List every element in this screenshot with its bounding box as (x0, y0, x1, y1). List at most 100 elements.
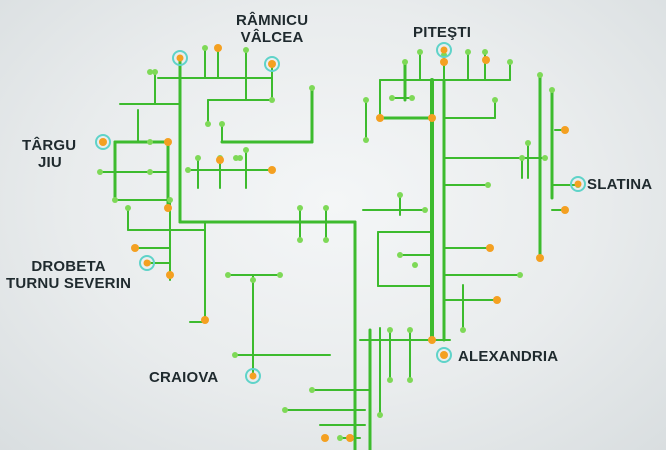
junction-node (536, 254, 544, 262)
junction-node (482, 56, 490, 64)
city-center-node (268, 60, 276, 68)
grid-node (363, 97, 369, 103)
city-ring-icon (436, 42, 452, 58)
grid-node (147, 139, 153, 145)
junction-node (166, 271, 174, 279)
junction-node (428, 114, 436, 122)
grid-node (237, 155, 243, 161)
grid-node (519, 155, 525, 161)
grid-node (422, 207, 428, 213)
label-targu-line1: TÂRGU (22, 137, 77, 154)
city-ring-icon (436, 347, 452, 363)
junction-node (201, 316, 209, 324)
grid-node (389, 95, 395, 101)
city-center-node (99, 138, 107, 146)
grid-node (277, 272, 283, 278)
grid-node (225, 272, 231, 278)
label-craiova: CRAIOVA (149, 369, 218, 386)
label-drobeta: DROBETA TURNU SEVERIN (6, 258, 131, 292)
grid-node (205, 121, 211, 127)
grid-node (232, 352, 238, 358)
grid-node (219, 121, 225, 127)
label-targu-line2: JIU (38, 154, 62, 171)
grid-node (407, 377, 413, 383)
junction-node (486, 244, 494, 252)
grid-node (185, 167, 191, 173)
grid-node (465, 49, 471, 55)
label-alexandria: ALEXANDRIA (458, 348, 558, 365)
grid-node (363, 137, 369, 143)
junction-node (561, 206, 569, 214)
junction-node (321, 434, 329, 442)
grid-node (402, 59, 408, 65)
grid-node (297, 237, 303, 243)
grid-node (147, 169, 153, 175)
city-ring-icon (139, 255, 155, 271)
grid-node (195, 155, 201, 161)
city-center-node (143, 259, 151, 267)
grid-node (507, 59, 513, 65)
grid-node (517, 272, 523, 278)
junction-node (164, 138, 172, 146)
grid-node (417, 49, 423, 55)
grid-node (542, 155, 548, 161)
grid-node (412, 262, 418, 268)
grid-node (549, 87, 555, 93)
junction-node (493, 296, 501, 304)
junction-node (561, 126, 569, 134)
label-alexandria-line1: ALEXANDRIA (458, 348, 559, 365)
grid-node (407, 327, 413, 333)
junction-node (216, 156, 224, 164)
city-center-node (249, 372, 257, 380)
label-slatina-line1: SLATINA (587, 176, 653, 193)
grid-node (525, 140, 531, 146)
grid-node (97, 169, 103, 175)
grid-node (409, 95, 415, 101)
label-craiova-line1: CRAIOVA (149, 369, 219, 386)
label-slatina: SLATINA (587, 176, 652, 193)
city-ring-icon (172, 50, 188, 66)
grid-node (125, 205, 131, 211)
junction-node (268, 166, 276, 174)
grid-node (243, 47, 249, 53)
junction-node (131, 244, 139, 252)
grid-node (202, 45, 208, 51)
grid-node (397, 192, 403, 198)
grid-node (112, 197, 118, 203)
city-ring-icon (245, 368, 261, 384)
city-center-node (574, 180, 582, 188)
grid-node (387, 377, 393, 383)
junction-node (214, 44, 222, 52)
grid-node (167, 197, 173, 203)
grid-node (337, 435, 343, 441)
grid-node (309, 85, 315, 91)
grid-node (397, 252, 403, 258)
grid-node (269, 97, 275, 103)
grid-node (297, 205, 303, 211)
grid-node (147, 69, 153, 75)
city-center-node (440, 46, 448, 54)
junction-node (440, 58, 448, 66)
grid-node (243, 147, 249, 153)
grid-node (537, 72, 543, 78)
grid-node (323, 237, 329, 243)
junction-node (346, 434, 354, 442)
grid-node (460, 327, 466, 333)
label-pitesti-line1: PITEŞTI (413, 24, 472, 41)
junction-node (428, 336, 436, 344)
grid-node (377, 412, 383, 418)
grid-node (309, 387, 315, 393)
junction-node (376, 114, 384, 122)
grid-node (282, 407, 288, 413)
city-ring-icon (95, 134, 111, 150)
grid-node (492, 97, 498, 103)
label-ramnicu-line2: VÂLCEA (240, 29, 304, 46)
label-drobeta-line1: DROBETA (31, 258, 106, 275)
grid-node (485, 182, 491, 188)
label-pitesti: PITEŞTI (413, 24, 471, 41)
label-ramnicu-valcea: RÂMNICU VÂLCEA (236, 12, 308, 46)
city-ring-icon (570, 176, 586, 192)
label-drobeta-line2: TURNU SEVERIN (6, 275, 132, 292)
grid-node (152, 69, 158, 75)
